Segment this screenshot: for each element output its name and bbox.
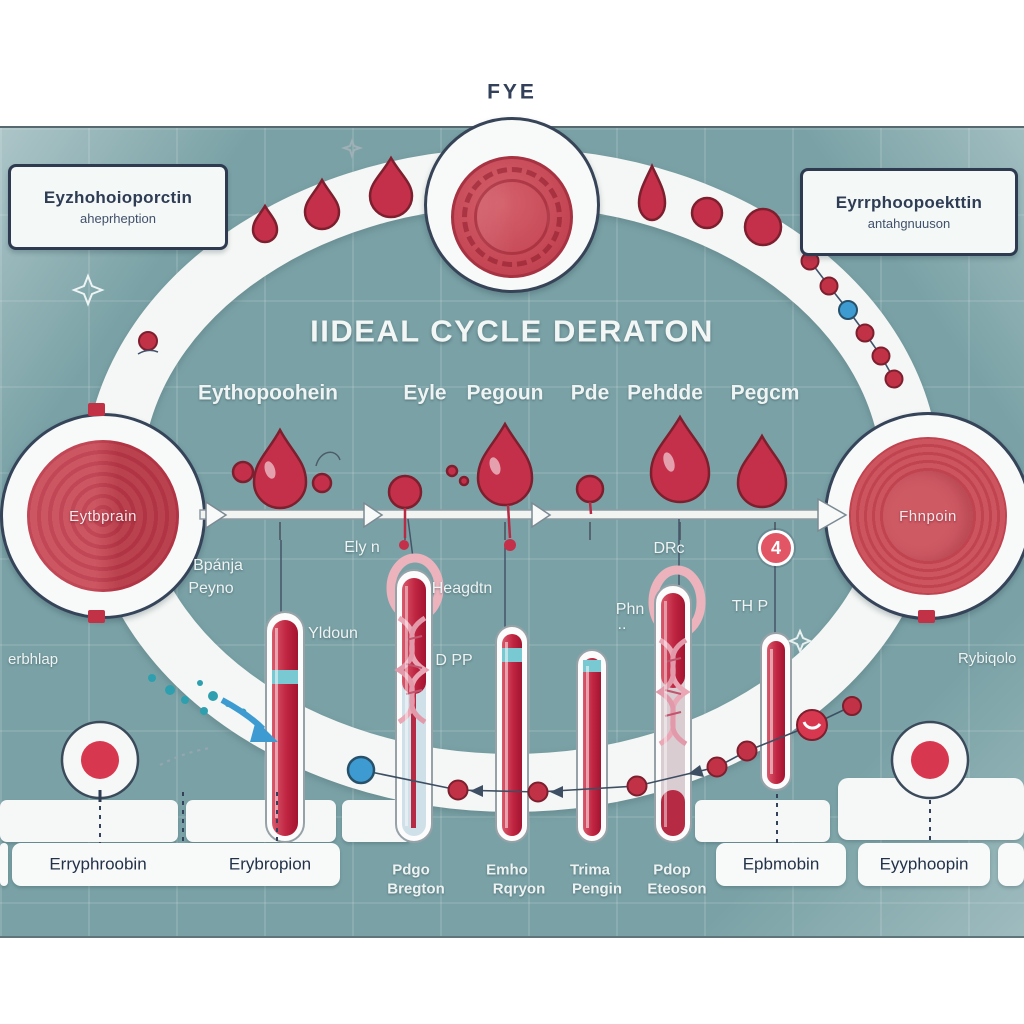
tube-label: Emho [486, 861, 528, 879]
right-node-label: Fhnpoin [899, 507, 957, 525]
bottom-label: Erybropion [228, 854, 312, 874]
bottom-right-label-box [858, 843, 990, 886]
annotation: Ely n [344, 539, 380, 556]
annotation: D PP [435, 652, 473, 669]
info-box-line1: Eyrrphoopoekttin [835, 193, 983, 212]
node-notch [88, 610, 105, 623]
info-box-line2: antahgnuuson [867, 216, 951, 231]
tube-label: Eteoson [647, 880, 707, 898]
annotation: Phn [615, 601, 645, 618]
bottom-bar [342, 800, 412, 842]
tube-label: Trima [569, 861, 611, 879]
stage-label: Eyle [403, 381, 447, 405]
right-node-disc: Fhnpoin [849, 437, 1007, 595]
label-box-sliver [0, 843, 8, 886]
annotation: Peyno [188, 580, 234, 597]
stage-label: Pehdde [627, 381, 703, 405]
info-box-line2: aheprheption [80, 211, 156, 226]
stage-label: Pde [570, 381, 610, 405]
step-badge: 4 [758, 530, 794, 566]
label-box-sliver [998, 843, 1024, 886]
edge-label-right: Rybiqolo [958, 650, 1017, 667]
left-node-disc: Eytbprain [27, 440, 179, 592]
left-cycle-node: Eytbprain [0, 413, 206, 619]
edge-label-left: erbhlap [8, 651, 59, 668]
medal-badge [424, 117, 600, 293]
info-box-line1: Eyzhohoioporctin [43, 188, 193, 207]
annotation: Bpánja [193, 557, 243, 574]
bottom-bar [695, 800, 830, 842]
stage-label: Pegcm [730, 381, 800, 405]
bottom-right-label-box [716, 843, 846, 886]
left-node-label: Eytbprain [69, 507, 137, 525]
node-notch [918, 610, 935, 623]
bottom-bar [838, 778, 1024, 840]
bottom-label: Eyyphoopin [879, 854, 969, 874]
bottom-label: Epbmobin [742, 854, 820, 874]
tube-label: Pdgo [392, 861, 430, 879]
bottom-bar [0, 800, 178, 842]
tube-label: Pdop [653, 861, 691, 879]
annotation: Yldoun [308, 625, 358, 642]
bottom-bar [186, 800, 336, 842]
bottom-left-label-box [12, 843, 340, 886]
info-box-top-left: Eyzhohoioporctin aheprheption [8, 164, 228, 250]
info-box-top-right: Eyrrphoopoekttin antahgnuuson [800, 168, 1018, 256]
annotation: Heagdtn [431, 580, 493, 597]
annotation: TH P [731, 598, 769, 615]
stage-label: Pegoun [466, 381, 544, 405]
tube-label: Pengin [571, 880, 623, 898]
tube-label: Bregton [387, 880, 445, 898]
annotation: DRc [653, 540, 685, 557]
medal-coin [451, 156, 573, 278]
page-title: FYE [487, 80, 537, 104]
stage-label: Eythopoohein [198, 381, 338, 405]
right-cycle-node: Fhnpoin [824, 412, 1024, 620]
bottom-label: Erryphroobin [49, 854, 147, 874]
cycle-title: IIDEAL CYCLE DERATON [310, 313, 714, 349]
tube-label: Rqryon [492, 880, 546, 898]
annotation: .. [617, 616, 627, 633]
node-notch [88, 403, 105, 416]
